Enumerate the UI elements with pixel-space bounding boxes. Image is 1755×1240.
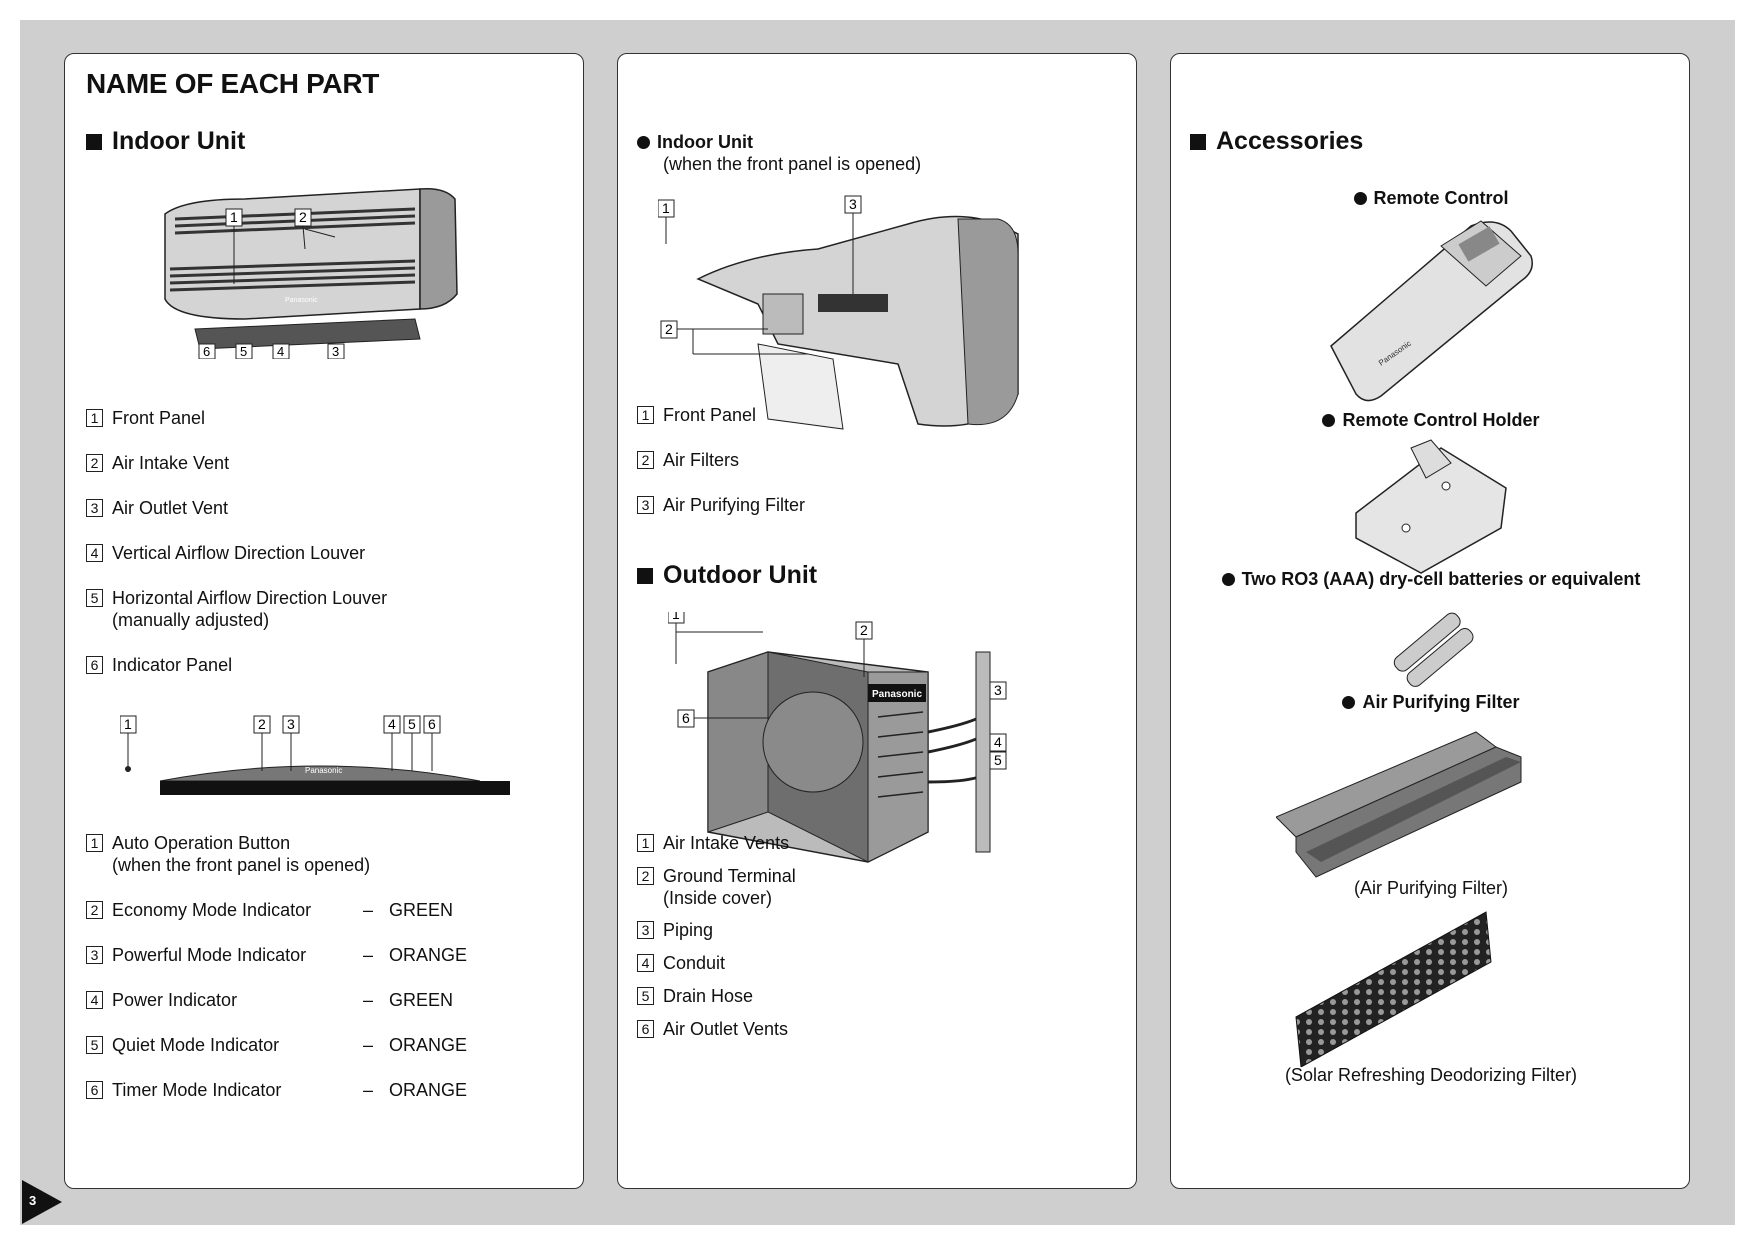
remote-holder-illustration <box>1355 439 1507 574</box>
dot-bullet-icon <box>637 136 650 149</box>
svg-text:4: 4 <box>388 716 396 732</box>
svg-text:1: 1 <box>124 716 132 732</box>
page-number-marker: 3 <box>22 1180 62 1224</box>
square-bullet-icon <box>86 133 102 150</box>
dot-bullet-icon <box>1221 573 1235 586</box>
remote-holder-heading: Remote Control Holder <box>1171 410 1691 431</box>
air-filter-caption: (Air Purifying Filter) <box>1353 878 1509 898</box>
svg-text:6: 6 <box>682 710 690 726</box>
svg-text:3: 3 <box>849 196 857 212</box>
svg-text:3: 3 <box>287 716 295 732</box>
panel-accessories: Accessories Remote Control Panasonic Rem… <box>1170 53 1690 1189</box>
air-filter-heading: Air Purifying Filter <box>1171 692 1691 713</box>
page-number: 3 <box>29 1193 37 1208</box>
brand-label: Panasonic <box>872 689 922 700</box>
svg-text:5: 5 <box>994 752 1002 768</box>
indoor-open-subtitle: (when the front panel is opened) <box>663 154 922 174</box>
batteries-illustration <box>1393 612 1474 687</box>
svg-text:1: 1 <box>672 612 680 622</box>
outdoor-unit-heading: Outdoor Unit <box>637 561 817 590</box>
svg-text:3: 3 <box>994 682 1002 698</box>
svg-text:5: 5 <box>408 716 416 732</box>
svg-text:6: 6 <box>428 716 436 732</box>
svg-text:2: 2 <box>258 716 266 732</box>
dot-bullet-icon <box>1353 192 1367 205</box>
square-bullet-icon <box>1190 133 1206 150</box>
outdoor-unit-illustration: Panasonic 1 2 3 4 5 6 <box>668 612 1007 863</box>
remote-control-heading: Remote Control <box>1171 188 1691 209</box>
air-purifying-filter-illustration <box>1276 731 1522 878</box>
indicator-panel-illustration: 1 2 3 4 5 6 Panasonic <box>120 715 510 795</box>
svg-text:1: 1 <box>662 200 670 216</box>
svg-text:5: 5 <box>240 344 247 359</box>
brand-label: Panasonic <box>305 766 342 775</box>
accessories-heading: Accessories <box>1190 127 1363 156</box>
batteries-heading: Two RO3 (AAA) dry-cell batteries or equi… <box>1171 569 1691 590</box>
deodorizing-filter-illustration <box>1295 911 1492 1067</box>
page-title: NAME OF EACH PART <box>86 68 380 99</box>
panel-indoor-unit: NAME OF EACH PART Indoor Unit Panasonic … <box>64 53 584 1189</box>
remote-control-illustration: Panasonic <box>1330 220 1533 402</box>
indoor-unit-illustration: Panasonic 1 2 6 5 4 3 <box>164 187 458 359</box>
svg-text:2: 2 <box>665 321 673 337</box>
svg-text:1: 1 <box>230 209 238 225</box>
svg-text:4: 4 <box>277 344 284 359</box>
svg-text:4: 4 <box>994 734 1002 750</box>
svg-text:2: 2 <box>299 209 307 225</box>
deodorizing-filter-caption: (Solar Refreshing Deodorizing Filter) <box>1284 1065 1578 1085</box>
square-bullet-icon <box>637 567 653 584</box>
indoor-unit-heading: Indoor Unit <box>86 127 245 156</box>
indoor-open-heading: Indoor Unit <box>637 132 753 153</box>
indoor-unit-heading-text: Indoor Unit <box>112 127 246 155</box>
svg-text:2: 2 <box>860 622 868 638</box>
brand-label: Panasonic <box>285 297 318 304</box>
dot-bullet-icon <box>1342 696 1356 709</box>
panel-indoor-open-outdoor: Indoor Unit (when the front panel is ope… <box>617 53 1137 1189</box>
svg-text:3: 3 <box>332 344 339 359</box>
indoor-unit-open-illustration: 1 3 2 <box>658 195 1019 430</box>
svg-text:6: 6 <box>203 344 210 359</box>
dot-bullet-icon <box>1322 414 1336 427</box>
